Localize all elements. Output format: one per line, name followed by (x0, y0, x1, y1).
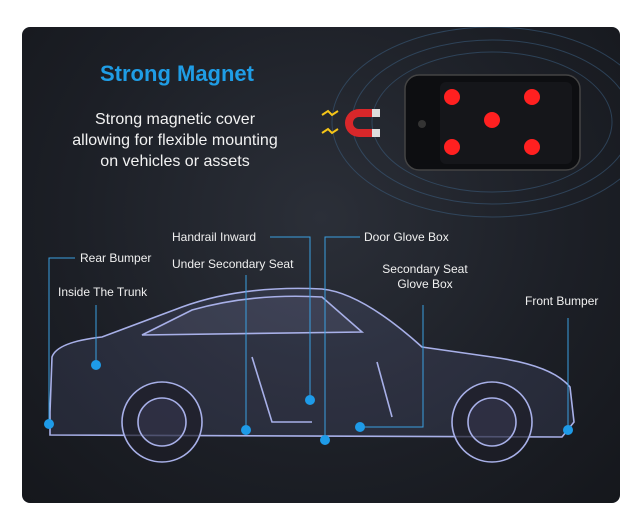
label-rear-bumper: Rear Bumper (80, 251, 152, 265)
point-handrail-inward (305, 395, 315, 405)
point-rear-bumper (44, 419, 54, 429)
heading: Strong Magnet (100, 61, 254, 86)
description-line: allowing for flexible mounting (72, 132, 278, 149)
point-under-secondary-seat (241, 425, 251, 435)
point-secondary-seat-glove-box (355, 422, 365, 432)
label-front-bumper: Front Bumper (525, 294, 599, 308)
label-under-secondary-seat: Under Secondary Seat (172, 257, 294, 271)
infographic-panel: Strong Magnet Strong magnetic cover allo… (22, 27, 620, 503)
description-line: Strong magnetic cover (94, 111, 256, 128)
mount-points (44, 360, 573, 445)
led-icon (444, 139, 460, 155)
label-door-glove-box: Door Glove Box (364, 230, 449, 244)
tracker-device (404, 74, 581, 171)
label-line: Secondary Seat (382, 262, 468, 276)
description: Strong magnetic cover allowing for flexi… (50, 109, 300, 172)
magnet-icon (321, 109, 380, 137)
led-icon (484, 112, 500, 128)
description-line: on vehicles or assets (100, 153, 250, 170)
led-icon (444, 89, 460, 105)
label-inside-trunk: Inside The Trunk (58, 285, 148, 299)
point-inside-trunk (91, 360, 101, 370)
label-handrail-inward: Handrail Inward (172, 230, 257, 244)
point-front-bumper (563, 425, 573, 435)
label-line: Glove Box (397, 277, 453, 291)
led-icon (524, 89, 540, 105)
car-illustration (49, 287, 575, 463)
label-secondary-seat-glove-box: Secondary Seat Glove Box (377, 262, 473, 292)
leader-lines (48, 236, 569, 440)
led-icon (524, 139, 540, 155)
illustration (44, 27, 620, 463)
point-door-glove-box (320, 435, 330, 445)
